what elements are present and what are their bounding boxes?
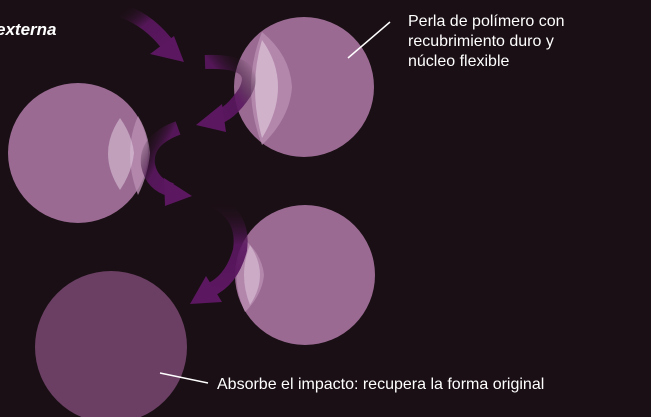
curved-arrow-icon: [190, 193, 248, 304]
bead-top: [234, 17, 374, 157]
particle-leader-line: [347, 21, 391, 59]
external-force-label: externa: [0, 20, 57, 39]
bead-bottom: [35, 271, 187, 417]
bead-left: [8, 83, 150, 223]
curved-arrow-icon: [196, 54, 256, 132]
result-label: Absorbe el impacto: recupera la forma or…: [217, 376, 545, 393]
particle-description-label: Perla de polímero con recubrimiento duro…: [408, 13, 565, 70]
curved-arrow-icon: [140, 121, 192, 206]
curved-arrow-icon: [117, 3, 184, 62]
result-leader-line: [159, 372, 209, 384]
bead-middle: [235, 205, 375, 345]
